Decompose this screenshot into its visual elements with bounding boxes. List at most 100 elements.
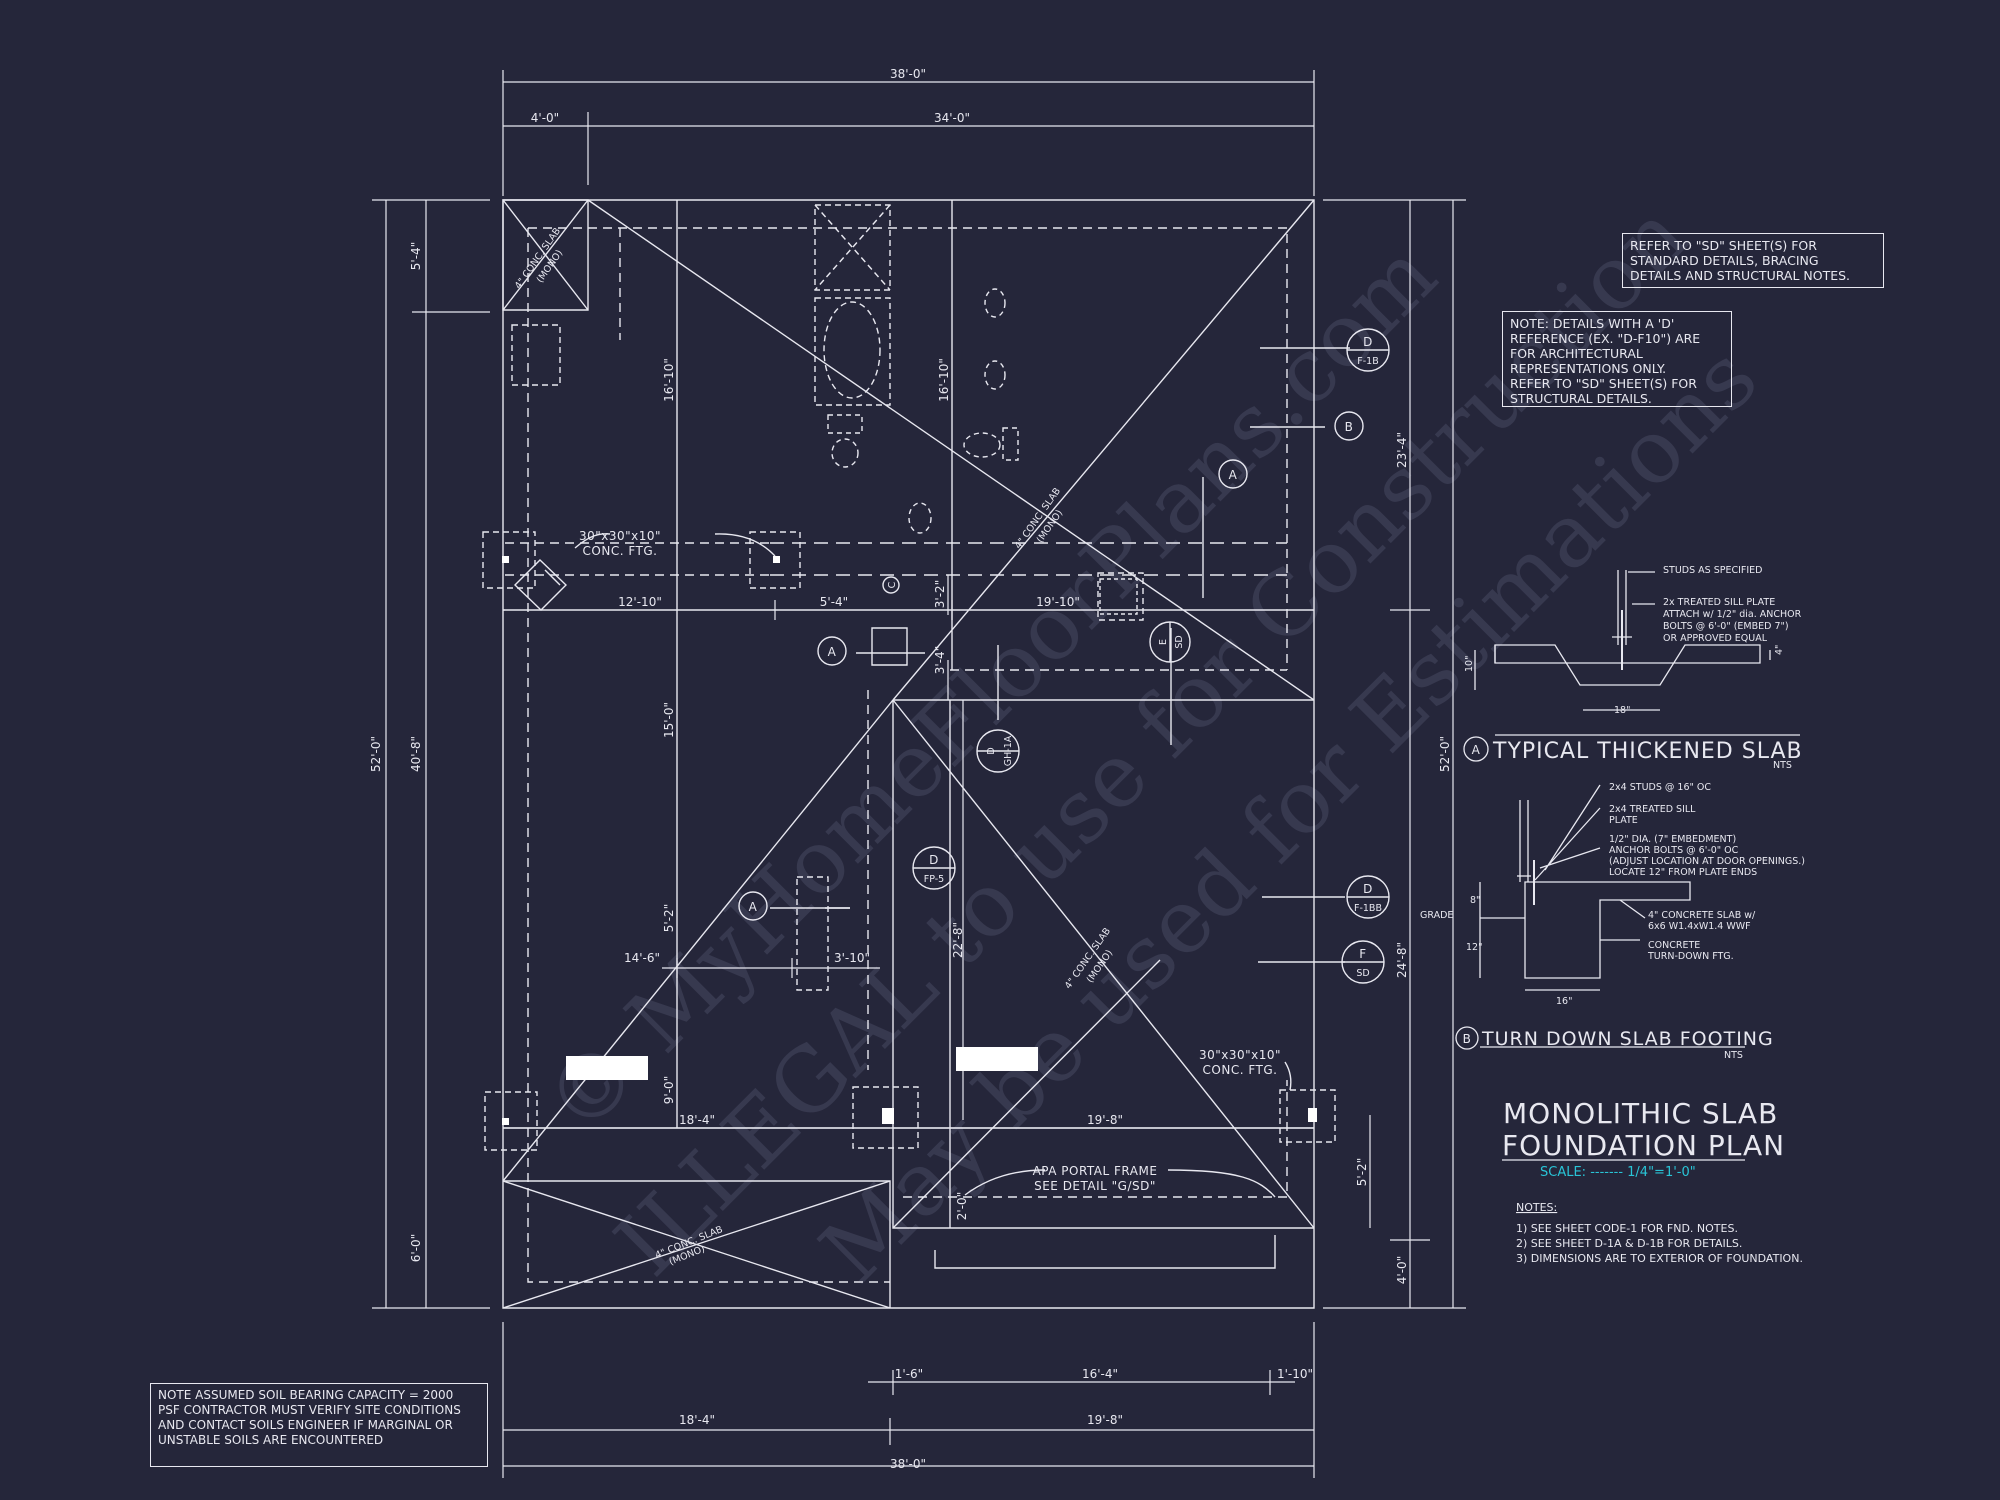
- detail-a-dim-left: 10": [1464, 656, 1475, 672]
- note-2: 2) SEE SHEET D-1A & D-1B FOR DETAILS.: [1516, 1237, 1742, 1250]
- dim-right-lower: 24'-8": [1395, 942, 1409, 978]
- portal-frame-line-1: APA PORTAL FRAME: [1033, 1164, 1158, 1178]
- callout-c: C: [887, 581, 898, 588]
- detail-b-bolt-line-3: (ADJUST LOCATION AT DOOR OPENINGS.): [1609, 856, 1805, 867]
- callout-f-bottom: SD: [1356, 968, 1369, 979]
- dim-19-10: 19'-10": [1036, 595, 1080, 609]
- footing-label-2-line-2: CONC. FTG.: [1203, 1063, 1278, 1077]
- note-d-line-1: NOTE: DETAILS WITH A 'D': [1510, 316, 1675, 331]
- dim-1-10: 1'-10": [1277, 1367, 1313, 1381]
- callout-d-gh1a-top: D: [986, 747, 997, 754]
- detail-b-sill-line-2: PLATE: [1609, 815, 1638, 826]
- note-soil-line-4: UNSTABLE SOILS ARE ENCOUNTERED: [158, 1433, 384, 1447]
- detail-a-drawing: [1463, 570, 1800, 762]
- dim-16-10-a: 16'-10": [662, 358, 676, 402]
- dim-left-bottom: 6'-0": [409, 1234, 423, 1262]
- note-soil-line-3: AND CONTACT SOILS ENGINEER IF MARGINAL O…: [158, 1418, 453, 1432]
- dim-bottom-left: 18'-4": [679, 1413, 715, 1427]
- dim-left-overall: 52'-0": [369, 736, 383, 772]
- detail-b-bolt-line-4: LOCATE 12" FROM PLATE ENDS: [1609, 867, 1757, 878]
- detail-a-sill-line-4: OR APPROVED EQUAL: [1663, 633, 1768, 644]
- portal-frame-line-2: SEE DETAIL "G/SD": [1034, 1179, 1156, 1193]
- note-sd-line-1: REFER TO "SD" SHEET(S) FOR: [1630, 238, 1817, 253]
- detail-a-dim-right: 4": [1774, 645, 1785, 655]
- note-3: 3) DIMENSIONS ARE TO EXTERIOR OF FOUNDAT…: [1516, 1252, 1803, 1265]
- note-d-line-3: FOR ARCHITECTURAL: [1510, 346, 1643, 361]
- detail-a-sill-line-1: 2x TREATED SILL PLATE: [1663, 597, 1775, 608]
- detail-a-marker: A: [1472, 743, 1481, 757]
- dim-bottom-right: 19'-8": [1087, 1413, 1123, 1427]
- note-sd-line-2: STANDARD DETAILS, BRACING: [1630, 253, 1819, 268]
- detail-a-sill-line-2: ATTACH w/ 1/2" dia. ANCHOR: [1663, 609, 1802, 620]
- detail-b-text: 2x4 STUDS @ 16" OC 2x4 TREATED SILL PLAT…: [1420, 782, 1805, 1061]
- notes-heading: NOTES:: [1516, 1201, 1557, 1214]
- callouts: [738, 328, 1390, 984]
- detail-a-scale: NTS: [1773, 760, 1792, 771]
- callout-e-top: E: [1158, 639, 1169, 645]
- detail-b-ftg-line-1: CONCRETE: [1648, 940, 1700, 951]
- callout-a-2: A: [828, 645, 837, 659]
- callout-a-1: A: [1229, 468, 1238, 482]
- dim-right-step: 5'-2": [1355, 1158, 1369, 1186]
- detail-b-studs: 2x4 STUDS @ 16" OC: [1609, 782, 1711, 793]
- detail-b-scale: NTS: [1724, 1050, 1743, 1061]
- callout-d-f1b-bottom: F-1B: [1357, 356, 1378, 367]
- dim-16-4: 16'-4": [1082, 1367, 1118, 1381]
- callout-d-f1bb-top: D: [1363, 882, 1373, 896]
- callout-d-fp5-top: D: [929, 853, 939, 867]
- detail-b-bolt-line-1: 1/2" DIA. (7" EMBEDMENT): [1609, 834, 1736, 845]
- dimension-text: 38'-0" 4'-0" 34'-0" 52'-0" 40'-8" 5'-4" …: [369, 67, 1452, 1471]
- dim-left-top: 5'-4": [409, 242, 423, 270]
- dim-18-4-mid: 18'-4": [679, 1113, 715, 1127]
- note-d-line-5: REFER TO "SD" SHEET(S) FOR: [1510, 376, 1697, 391]
- detail-b-ftg-line-2: TURN-DOWN FTG.: [1647, 951, 1734, 962]
- detail-b-dim-16: 16": [1556, 996, 1572, 1007]
- dim-right-upper: 23'-4": [1395, 432, 1409, 468]
- detail-b-slab-line-1: 4" CONCRETE SLAB w/: [1648, 910, 1756, 921]
- note-sd-line-3: DETAILS AND STRUCTURAL NOTES.: [1630, 268, 1851, 283]
- dim-1-6: 1'-6": [895, 1367, 923, 1381]
- callout-f-top: F: [1359, 947, 1366, 961]
- plan-title-line-2: FOUNDATION PLAN: [1502, 1129, 1785, 1162]
- note-d-line-4: REPRESENTATIONS ONLY.: [1510, 361, 1667, 376]
- callout-d-f1bb-bottom: F-1BB: [1354, 903, 1382, 914]
- note-box-soil-bearing: NOTE ASSUMED SOIL BEARING CAPACITY = 200…: [150, 1383, 488, 1467]
- dim-top-right: 34'-0": [934, 111, 970, 125]
- detail-a-text: STUDS AS SPECIFIED 2x TREATED SILL PLATE…: [1464, 565, 1803, 771]
- callout-text: D F-1B B A A A C E SD D GH-1A D FP-5 D F…: [749, 335, 1382, 979]
- dim-15-0: 15'-0": [662, 702, 676, 738]
- note-d-line-2: REFERENCE (EX. "D-F10") ARE: [1510, 331, 1701, 346]
- footing-label-2-line-1: 30"x30"x10": [1199, 1048, 1281, 1062]
- detail-a-dim-bottom: 18": [1614, 705, 1630, 716]
- dim-right-overall: 52'-0": [1438, 736, 1452, 772]
- detail-b-title: TURN DOWN SLAB FOOTING: [1481, 1028, 1774, 1050]
- title-block: MONOLITHIC SLAB FOUNDATION PLAN SCALE: -…: [1502, 1097, 1803, 1265]
- callout-b: B: [1345, 420, 1354, 434]
- plan-title-line-1: MONOLITHIC SLAB: [1503, 1097, 1778, 1130]
- dim-right-bottom: 4'-0": [1395, 1256, 1409, 1284]
- note-soil-line-1: NOTE ASSUMED SOIL BEARING CAPACITY = 200…: [158, 1388, 454, 1402]
- dim-2-0: 2'-0": [955, 1192, 969, 1220]
- dim-top-overall: 38'-0": [890, 67, 926, 81]
- dim-3-2: 3'-2": [933, 580, 947, 608]
- note-soil-line-2: PSF CONTRACTOR MUST VERIFY SITE CONDITIO…: [158, 1403, 461, 1417]
- detail-b-bolt-line-2: ANCHOR BOLTS @ 6'-0" OC: [1609, 845, 1739, 856]
- detail-a-title: TYPICAL THICKENED SLAB: [1492, 739, 1803, 764]
- dim-3-10: 3'-10": [834, 951, 870, 965]
- dim-top-left: 4'-0": [531, 111, 559, 125]
- detail-b-dim-12: 12": [1466, 942, 1482, 953]
- detail-b-dim-8: 8": [1470, 895, 1480, 906]
- dim-19-8-mid: 19'-8": [1087, 1113, 1123, 1127]
- dim-22-8: 22'-8": [951, 922, 965, 958]
- dim-5-2: 5'-2": [662, 904, 676, 932]
- dim-14-6: 14'-6": [624, 951, 660, 965]
- detail-a-studs: STUDS AS SPECIFIED: [1663, 565, 1762, 576]
- note-1: 1) SEE SHEET CODE-1 FOR FND. NOTES.: [1516, 1222, 1738, 1235]
- dim-3-4: 3'-4": [933, 646, 947, 674]
- dim-bottom-overall: 38'-0": [890, 1457, 926, 1471]
- dim-9-0: 9'-0": [662, 1076, 676, 1104]
- dim-5-4: 5'-4": [820, 595, 848, 609]
- footing-label-1-line-1: 30"x30"x10": [579, 529, 661, 543]
- note-box-d-reference: NOTE: DETAILS WITH A 'D' REFERENCE (EX. …: [1502, 311, 1732, 407]
